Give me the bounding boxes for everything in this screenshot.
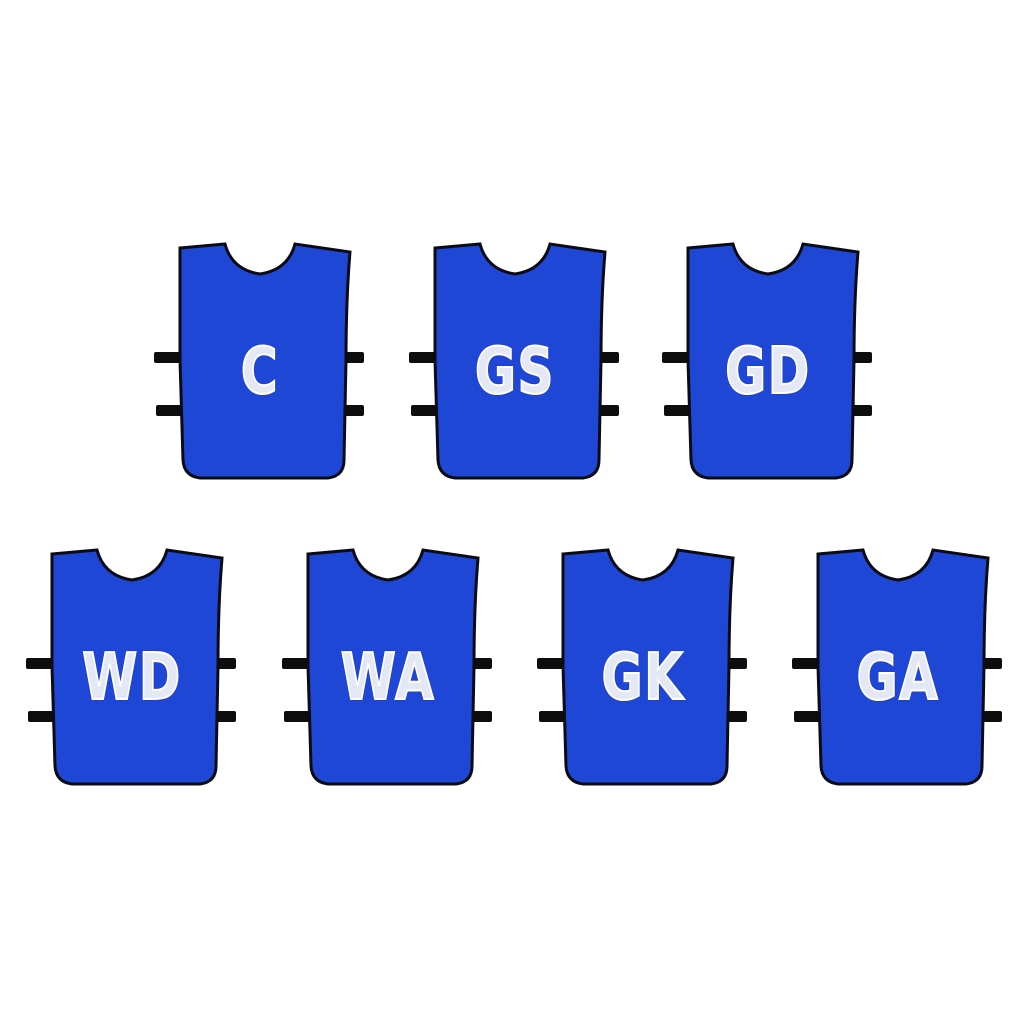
position-label: C <box>240 334 280 410</box>
netball-bib-wd: WD <box>22 546 242 796</box>
bib-shape-icon <box>282 548 492 786</box>
bib-shape-icon <box>537 548 747 786</box>
netball-bib-gk: GK <box>533 546 753 796</box>
netball-bib-wa: WA <box>278 546 498 796</box>
netball-bib-gd: GD <box>658 240 878 490</box>
netball-bib-c: C <box>150 240 370 490</box>
netball-bib-gs: GS <box>405 240 625 490</box>
bib-shape-icon <box>26 548 236 786</box>
position-label: GS <box>474 334 556 410</box>
position-label: WA <box>340 640 436 716</box>
bib-shape-icon <box>154 242 364 480</box>
position-label: GA <box>856 640 940 716</box>
bib-shape-icon <box>662 242 872 480</box>
netball-bib-ga: GA <box>788 546 1008 796</box>
position-label: WD <box>81 640 182 716</box>
bib-shape-icon <box>792 548 1002 786</box>
position-label: GD <box>724 334 811 410</box>
position-label: GK <box>601 640 685 716</box>
bib-shape-icon <box>409 242 619 480</box>
